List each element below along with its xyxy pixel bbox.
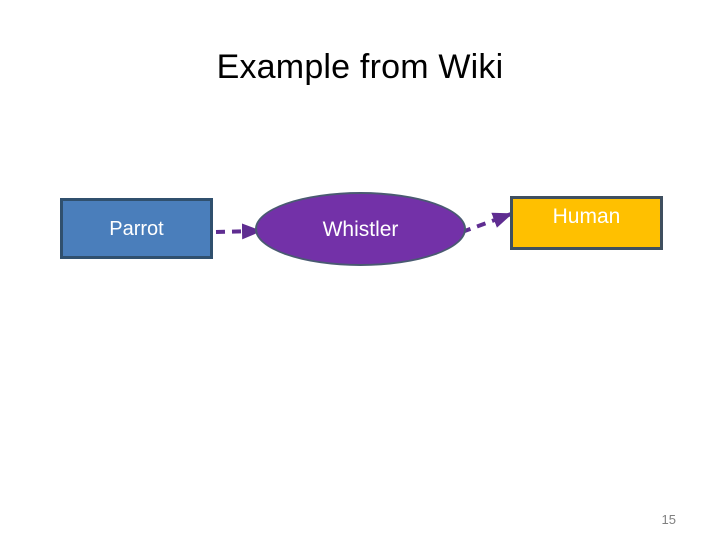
node-whistler[interactable]: Whistler bbox=[255, 192, 466, 266]
node-whistler-label: Whistler bbox=[322, 217, 399, 241]
node-parrot-label: Parrot bbox=[109, 217, 164, 240]
node-human[interactable]: Human bbox=[510, 196, 663, 250]
node-parrot[interactable]: Parrot bbox=[60, 198, 213, 259]
edge-parrot-to-whistler bbox=[215, 223, 262, 240]
edge-whistler-to-human bbox=[461, 212, 513, 234]
page-title: Example from Wiki bbox=[216, 48, 504, 86]
page-number: 15 bbox=[661, 512, 676, 527]
node-human-label: Human bbox=[552, 205, 621, 228]
